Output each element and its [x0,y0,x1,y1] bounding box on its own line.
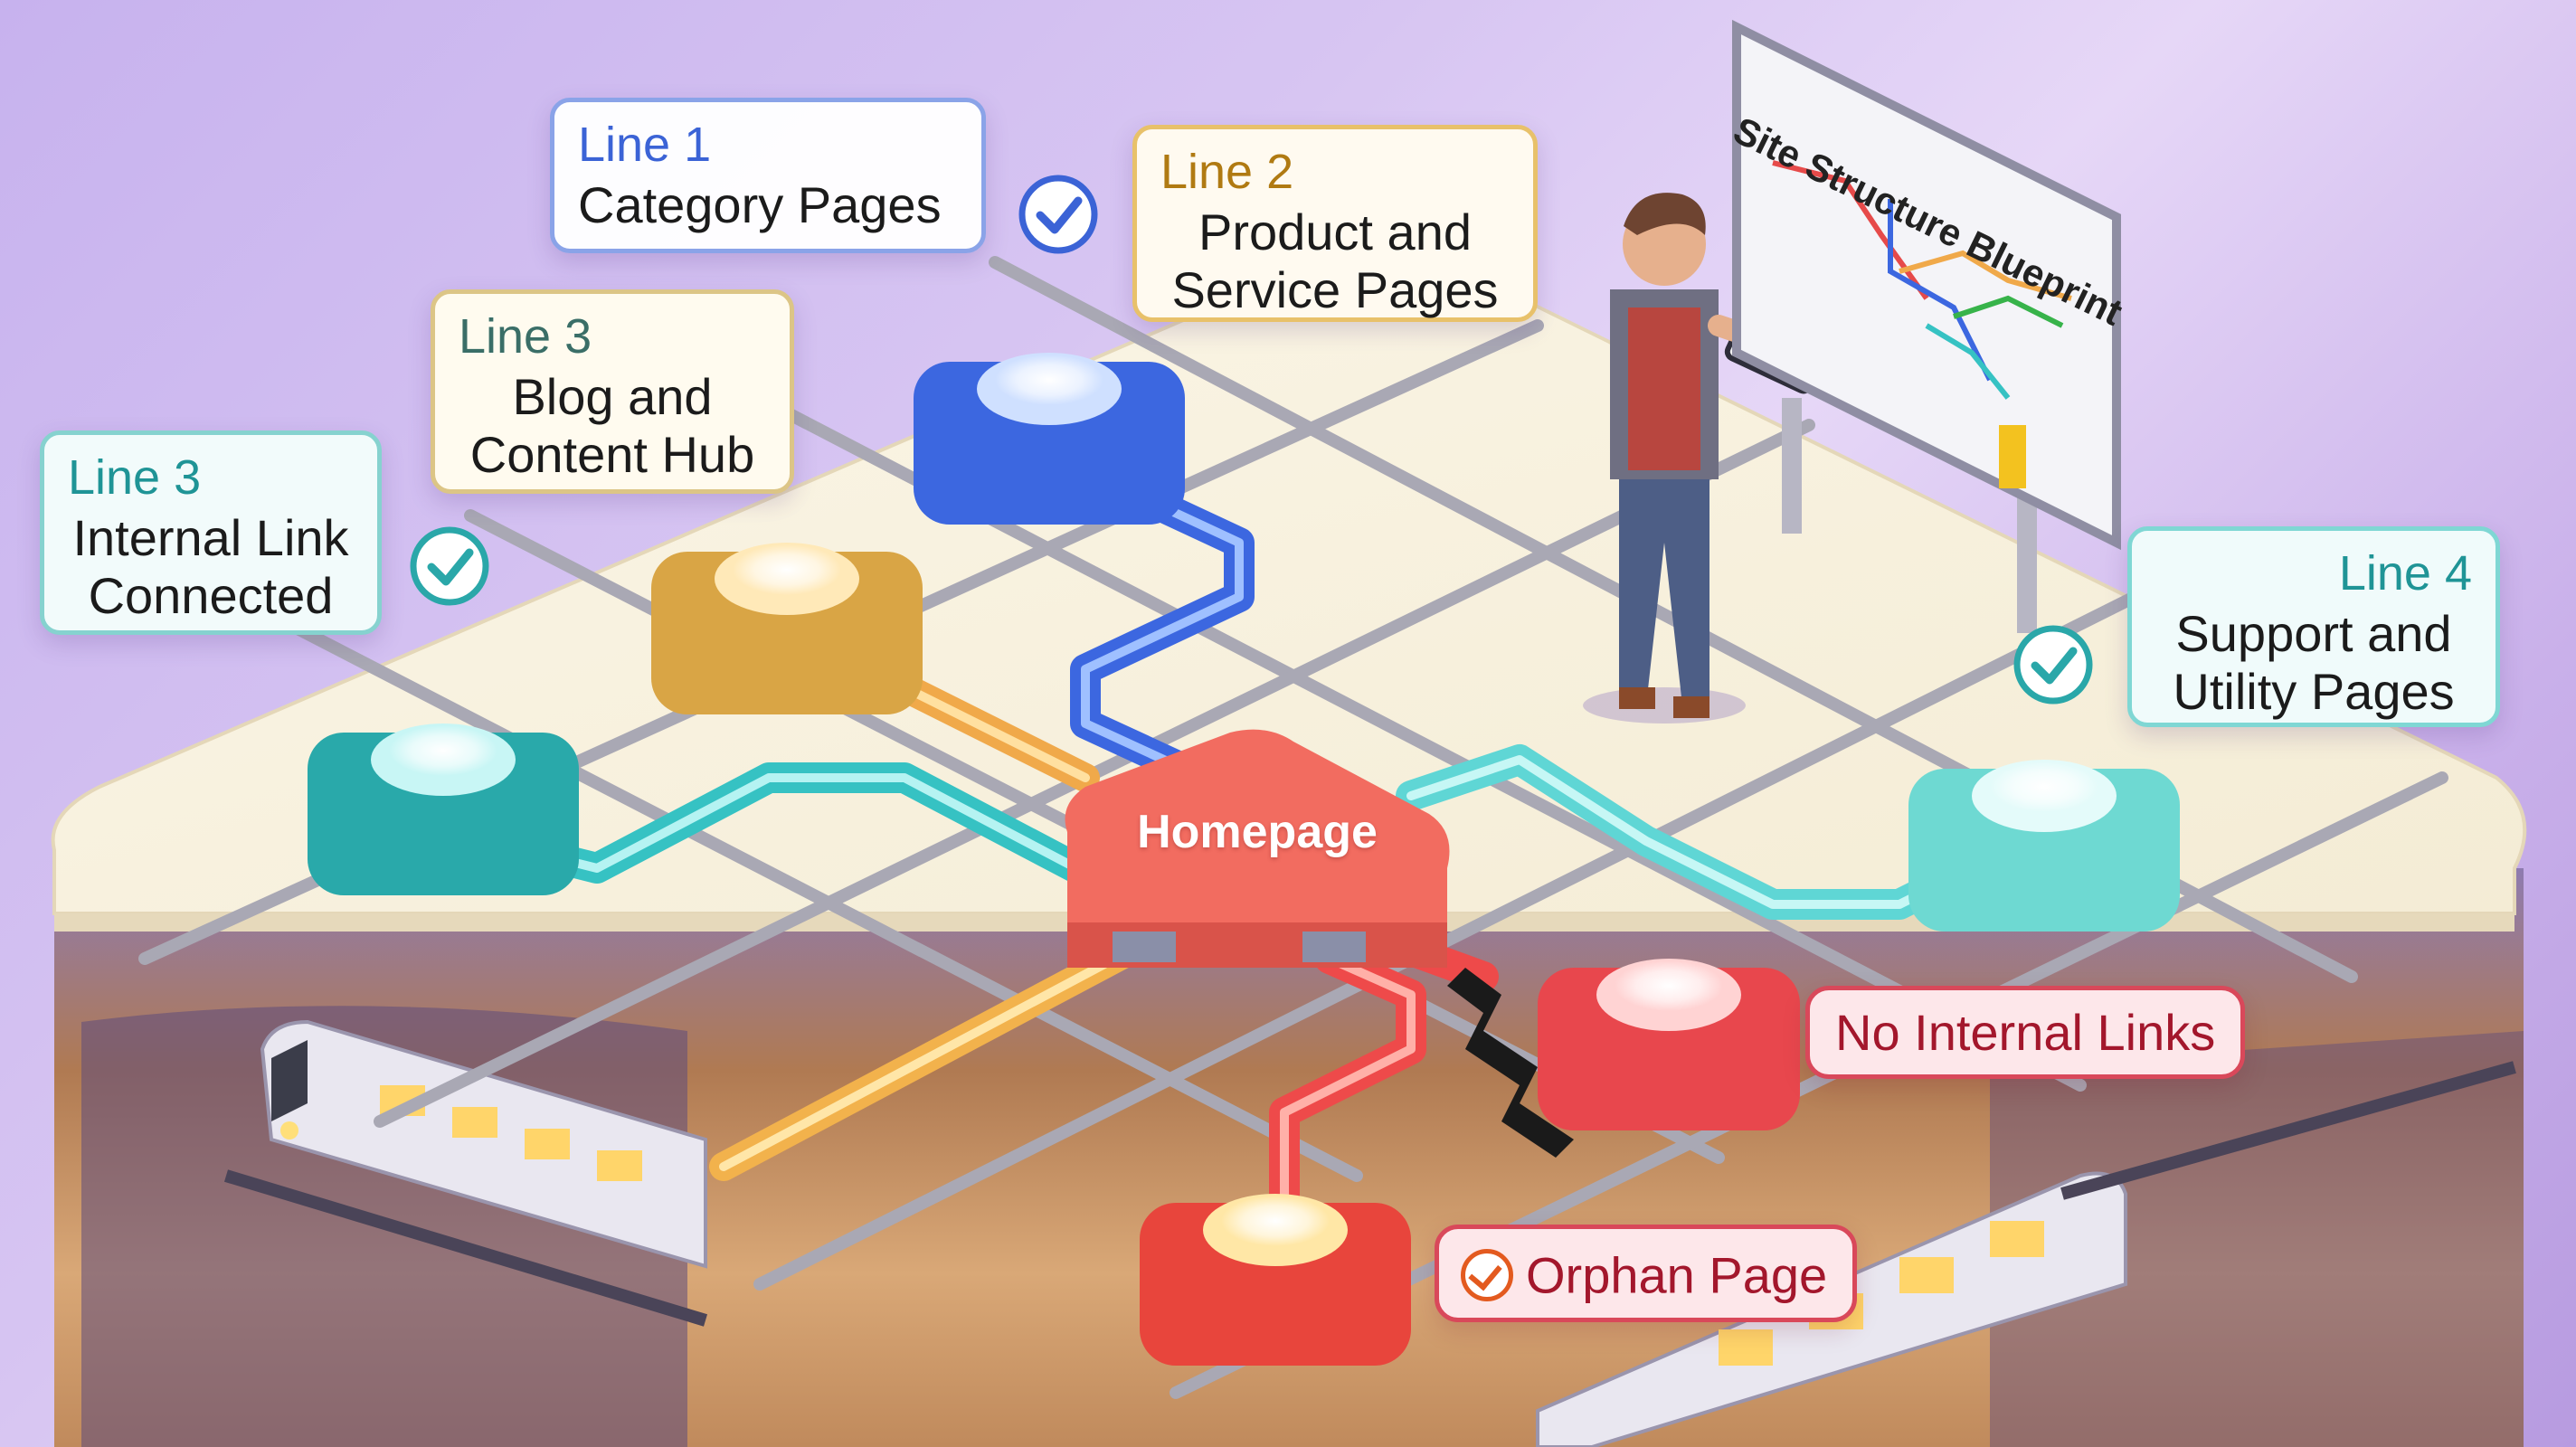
callout-line-3-internal-line: Line 3 [68,450,202,505]
check-circle-icon [1461,1249,1513,1302]
callout-line-1-line: Line 1 [578,118,712,172]
callout-line-2-desc: Product and Service Pages [1171,203,1499,318]
callout-line-4-desc: Support and Utility Pages [2173,605,2455,720]
check-circle-icon [1018,175,1098,254]
callout-line-1-desc: Category Pages [578,176,942,233]
callout-line-3-blog: Line 3 Blog and Content Hub [431,289,794,494]
callout-line-3-blog-desc: Blog and Content Hub [469,368,755,483]
callout-line-4-line: Line 4 [2338,546,2472,601]
homepage-label: Homepage [1137,806,1378,858]
callout-line-2-line: Line 2 [1160,145,1294,199]
station-line-1 [914,353,1185,525]
station-line-3 [308,724,579,895]
callout-line-2: Line 2 Product and Service Pages [1132,125,1538,322]
callout-line-4: Line 4 Support and Utility Pages [2127,526,2500,727]
blueprint-board [1732,19,2121,633]
status-orphan-page: Orphan Page [1435,1225,1858,1322]
broken-link-icon [1447,968,1574,1158]
callout-line-3-internal: Line 3 Internal Link Connected [40,430,382,635]
check-circle-icon [2013,625,2093,705]
station-no-links [1538,959,1800,1130]
homepage-hub [1065,729,1450,968]
check-circle-icon [410,526,489,606]
callout-line-1: Line 1 Category Pages [550,98,986,253]
callout-line-3-internal-desc: Internal Link Connected [72,509,349,624]
callout-line-3-blog-line: Line 3 [459,309,592,364]
status-orphan-page-text: Orphan Page [1526,1246,1828,1304]
station-orphan [1140,1194,1411,1366]
station-line-4 [1908,760,2180,932]
station-line-2 [651,543,923,714]
status-no-internal-links: No Internal Links [1805,986,2246,1079]
